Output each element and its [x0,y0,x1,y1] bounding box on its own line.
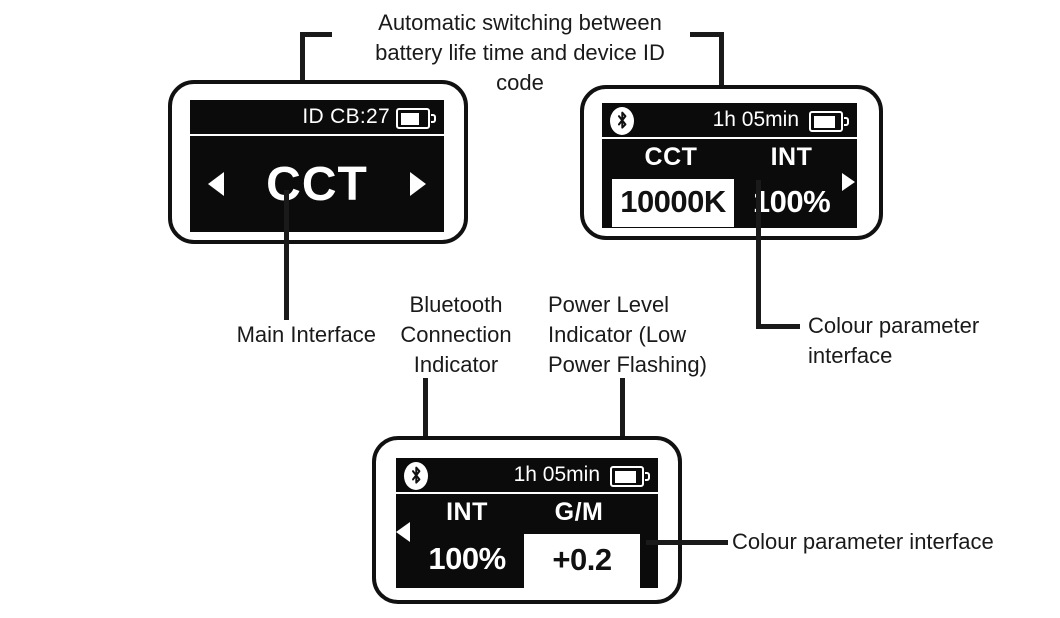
battery-icon [610,466,650,487]
parameter-column-gm[interactable]: G/M +0.2 [524,496,640,592]
arrow-right-icon[interactable] [410,172,426,196]
battery-time-text: 1h 05min [712,108,799,131]
parameter-body-colour-cct: CCT 10000K INT 100% [602,141,857,228]
parameter-value: 10000K [612,179,734,227]
device-panel-colour-cct: 1h 05min CCT 10000K INT 100% [580,85,883,240]
arrow-left-icon[interactable] [208,172,224,196]
battery-fill [400,112,420,125]
parameter-name: G/M [554,498,604,526]
arrow-left-icon[interactable] [396,522,410,542]
annotation-colour-parameter-interface-right: Colour parameter interface [808,313,980,368]
bluetooth-icon [404,462,428,490]
parameter-column-cct[interactable]: CCT 10000K [602,141,740,228]
leader-colour-param-bottom [646,540,728,545]
annotation-colour-parameter-interface-bottom: Colour parameter interface [732,529,994,554]
main-body: CCT [190,136,444,232]
leader-colour-param-right-horizontal [756,324,800,329]
display-screen-colour-cct: 1h 05min CCT 10000K INT 100% [602,103,857,228]
battery-icon [809,111,849,132]
parameter-column-int[interactable]: INT 100% [396,496,524,588]
battery-fill [813,115,836,128]
parameter-value: 100% [752,184,831,219]
leader-colour-param-right-vertical [756,180,761,328]
parameter-body-colour-gm: INT 100% G/M +0.2 [396,496,658,592]
parameter-value: +0.2 [524,534,640,592]
annotation-bluetooth-indicator: Bluetooth Connection Indicator [400,292,512,377]
arrow-right-icon[interactable] [842,173,855,191]
parameter-column-int[interactable]: INT 100% [740,141,857,228]
leader-top-note-left-vertical [300,32,305,114]
status-bar-main: ID CB:27 [190,100,444,136]
bluetooth-icon [610,107,634,135]
device-panel-main: ID CB:27 CCT [168,80,468,244]
parameter-value: 100% [428,541,506,576]
display-screen-colour-gm: 1h 05min INT 100% G/M +0.2 [396,458,658,592]
status-bar-colour-gm: 1h 05min [396,458,658,494]
battery-icon [396,108,436,129]
leader-top-note-right-horizontal [690,32,724,37]
device-id-text: ID CB:27 [302,105,390,128]
device-panel-colour-gm: 1h 05min INT 100% G/M +0.2 [372,436,682,604]
leader-power-indicator [620,378,625,474]
annotation-auto-switching: Automatic switching between battery life… [375,10,665,95]
leader-top-note-right-vertical [719,32,724,117]
battery-fill [614,470,637,483]
battery-time-text: 1h 05min [513,463,600,486]
parameter-name: CCT [644,143,698,171]
parameter-name: INT [770,143,813,171]
display-screen-main: ID CB:27 CCT [190,100,444,232]
leader-top-note-left-horizontal [300,32,332,37]
mode-label: CCT [266,157,368,211]
parameter-name: INT [446,498,488,526]
status-bar-colour-cct: 1h 05min [602,103,857,139]
annotation-power-indicator: Power Level Indicator (Low Power Flashin… [548,292,707,377]
annotation-main-interface: Main Interface [236,322,376,347]
leader-bluetooth-indicator [423,378,428,478]
leader-main-interface [284,190,289,320]
